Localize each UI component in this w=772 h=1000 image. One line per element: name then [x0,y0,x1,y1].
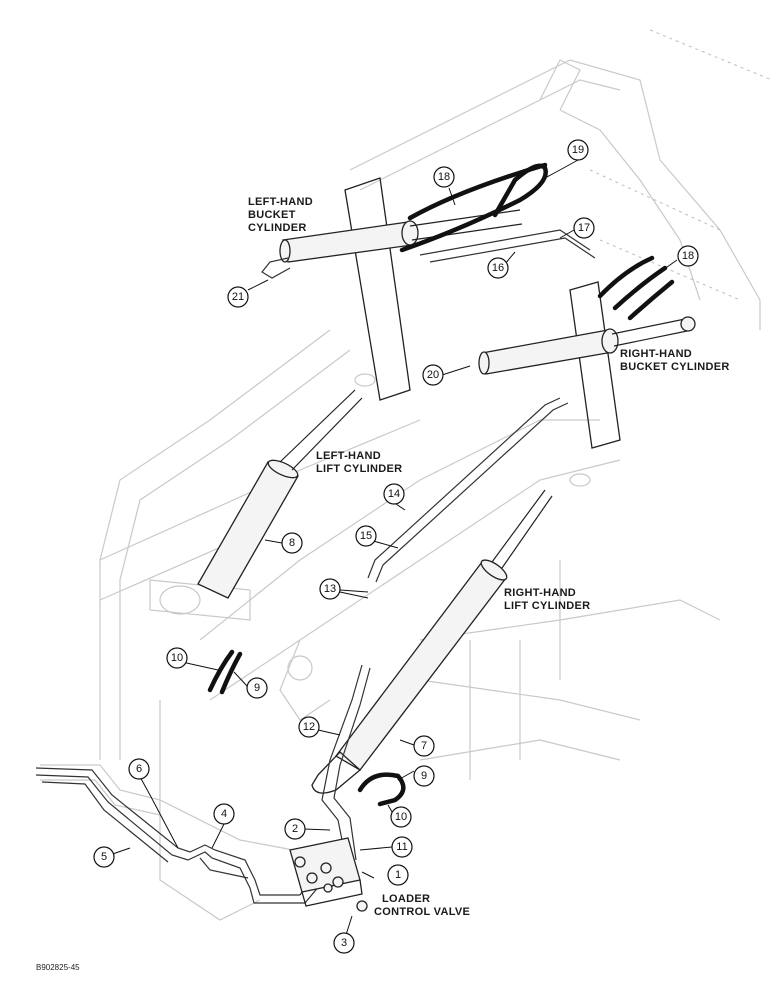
callout-2: 2 [284,818,306,840]
rh-lift-label-1: RIGHT-HAND [504,587,576,599]
callout-18a: 18 [433,166,455,188]
callout-15: 15 [355,525,377,547]
svg-text:18: 18 [682,250,694,262]
lh-lift-label-2: LIFT CYLINDER [316,463,402,475]
callout-1: 1 [387,864,409,886]
callout-12: 12 [298,716,320,738]
mast-plates [344,177,621,449]
valve-label-2: CONTROL VALVE [374,906,470,918]
loader-control-valve [289,837,368,912]
callout-21: 21 [227,286,249,308]
callout-7: 7 [413,735,435,757]
svg-text:8: 8 [289,537,295,549]
bucket-hoses [399,162,675,321]
svg-text:12: 12 [303,721,315,733]
callout-6: 6 [128,758,150,780]
valve-tubes [321,664,371,861]
svg-text:6: 6 [136,763,142,775]
leader-lines [103,159,678,939]
callout-8: 8 [281,532,303,554]
callouts: 1 2 3 4 5 6 7 8 9 9 10 10 11 12 13 14 15… [93,139,699,954]
rh-lift-label-2: LIFT CYLINDER [504,600,590,612]
svg-text:20: 20 [427,369,439,381]
svg-text:14: 14 [388,488,400,500]
callout-3: 3 [333,932,355,954]
lh-bucket-label-1: LEFT-HAND [248,196,313,208]
valve-label-1: LOADER [382,893,430,905]
lift-hoses [207,649,406,807]
rh-bucket-label-1: RIGHT-HAND [620,348,692,360]
callout-11: 11 [391,836,413,858]
pump-tubes [35,767,321,904]
rh-bucket-cylinder [478,316,696,375]
rh-bucket-label-2: BUCKET CYLINDER [620,361,730,373]
component-labels: LEFT-HAND BUCKET CYLINDER RIGHT-HAND BUC… [36,196,730,972]
svg-text:10: 10 [395,811,407,823]
callout-18b: 18 [677,245,699,267]
callout-9b: 9 [413,765,435,787]
callout-16: 16 [487,257,509,279]
svg-text:13: 13 [324,583,336,595]
svg-text:11: 11 [396,841,407,853]
svg-text:5: 5 [101,851,107,863]
callout-14: 14 [383,483,405,505]
svg-text:1: 1 [395,869,401,881]
lh-lift-label-1: LEFT-HAND [316,450,381,462]
svg-text:3: 3 [341,937,347,949]
svg-text:18: 18 [438,171,450,183]
lh-bucket-label-3: CYLINDER [248,222,307,234]
lh-lift-cylinder [197,389,363,599]
svg-text:10: 10 [171,652,183,664]
svg-text:7: 7 [421,740,427,752]
figure-id: B902825-45 [36,963,80,972]
svg-text:17: 17 [578,222,590,234]
rh-lift-cylinder [311,489,553,794]
callout-4: 4 [213,803,235,825]
callout-19: 19 [567,139,589,161]
svg-text:19: 19 [572,144,584,156]
callout-13: 13 [319,578,341,600]
callout-10b: 10 [390,806,412,828]
lh-bucket-label-2: BUCKET [248,209,296,221]
svg-text:4: 4 [221,808,227,820]
svg-text:9: 9 [421,770,427,782]
loader-frame [40,29,772,921]
callout-20: 20 [422,364,444,386]
callout-9a: 9 [246,677,268,699]
callout-10a: 10 [166,647,188,669]
callout-5: 5 [93,846,115,868]
svg-text:16: 16 [492,262,504,274]
svg-text:21: 21 [232,291,244,303]
arm-tubes [367,397,569,583]
svg-text:9: 9 [254,682,260,694]
svg-text:15: 15 [360,530,372,542]
callout-17: 17 [573,217,595,239]
svg-text:2: 2 [292,823,298,835]
